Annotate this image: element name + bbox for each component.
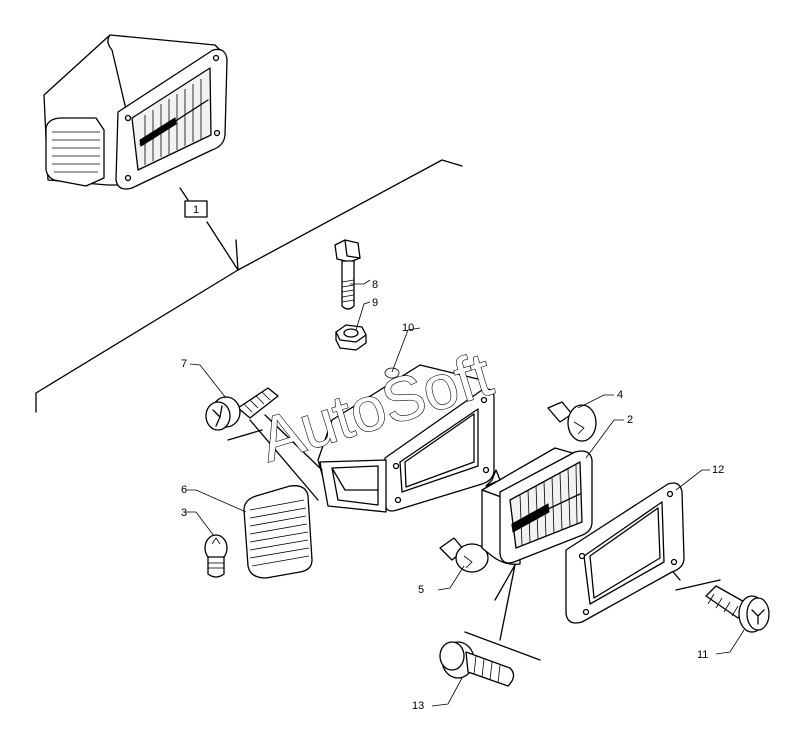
hex-nut-part-9 xyxy=(335,324,367,351)
hex-bolt-part-8 xyxy=(334,239,361,310)
callout-10: 10 xyxy=(402,322,414,334)
screw-part-7 xyxy=(205,387,279,431)
callout-6: 6 xyxy=(181,484,187,496)
callout-13: 13 xyxy=(412,700,424,712)
callout-leaders xyxy=(186,279,745,707)
part-leader-lines xyxy=(227,414,721,661)
lamp-unit-part-2 xyxy=(481,447,593,565)
callout-9: 9 xyxy=(372,297,378,309)
callout-4: 4 xyxy=(617,389,623,401)
lamp-housing-part-10 xyxy=(317,364,495,513)
callout-5: 5 xyxy=(418,584,424,596)
bulb-part-4 xyxy=(547,401,597,442)
assembly-leader-lines xyxy=(35,159,463,413)
callout-2: 2 xyxy=(627,414,633,426)
callout-11: 11 xyxy=(697,649,708,661)
assembly-label: 1 xyxy=(193,204,199,216)
side-marker-lens-part-6 xyxy=(243,485,313,579)
assembly-label-box: 1 xyxy=(184,200,208,218)
screw-part-13 xyxy=(439,641,515,687)
screw-part-11 xyxy=(705,585,770,633)
assembled-lamp xyxy=(43,34,228,190)
bulb-part-5 xyxy=(439,537,489,573)
bezel-frame-part-12 xyxy=(565,482,685,624)
callout-8: 8 xyxy=(372,279,378,291)
callout-12: 12 xyxy=(712,464,724,476)
callout-labels: 2 3 4 5 6 7 8 9 10 11 12 13 xyxy=(181,279,724,712)
callout-7: 7 xyxy=(181,358,187,370)
bulb-part-3 xyxy=(204,534,228,578)
callout-3: 3 xyxy=(181,507,187,519)
